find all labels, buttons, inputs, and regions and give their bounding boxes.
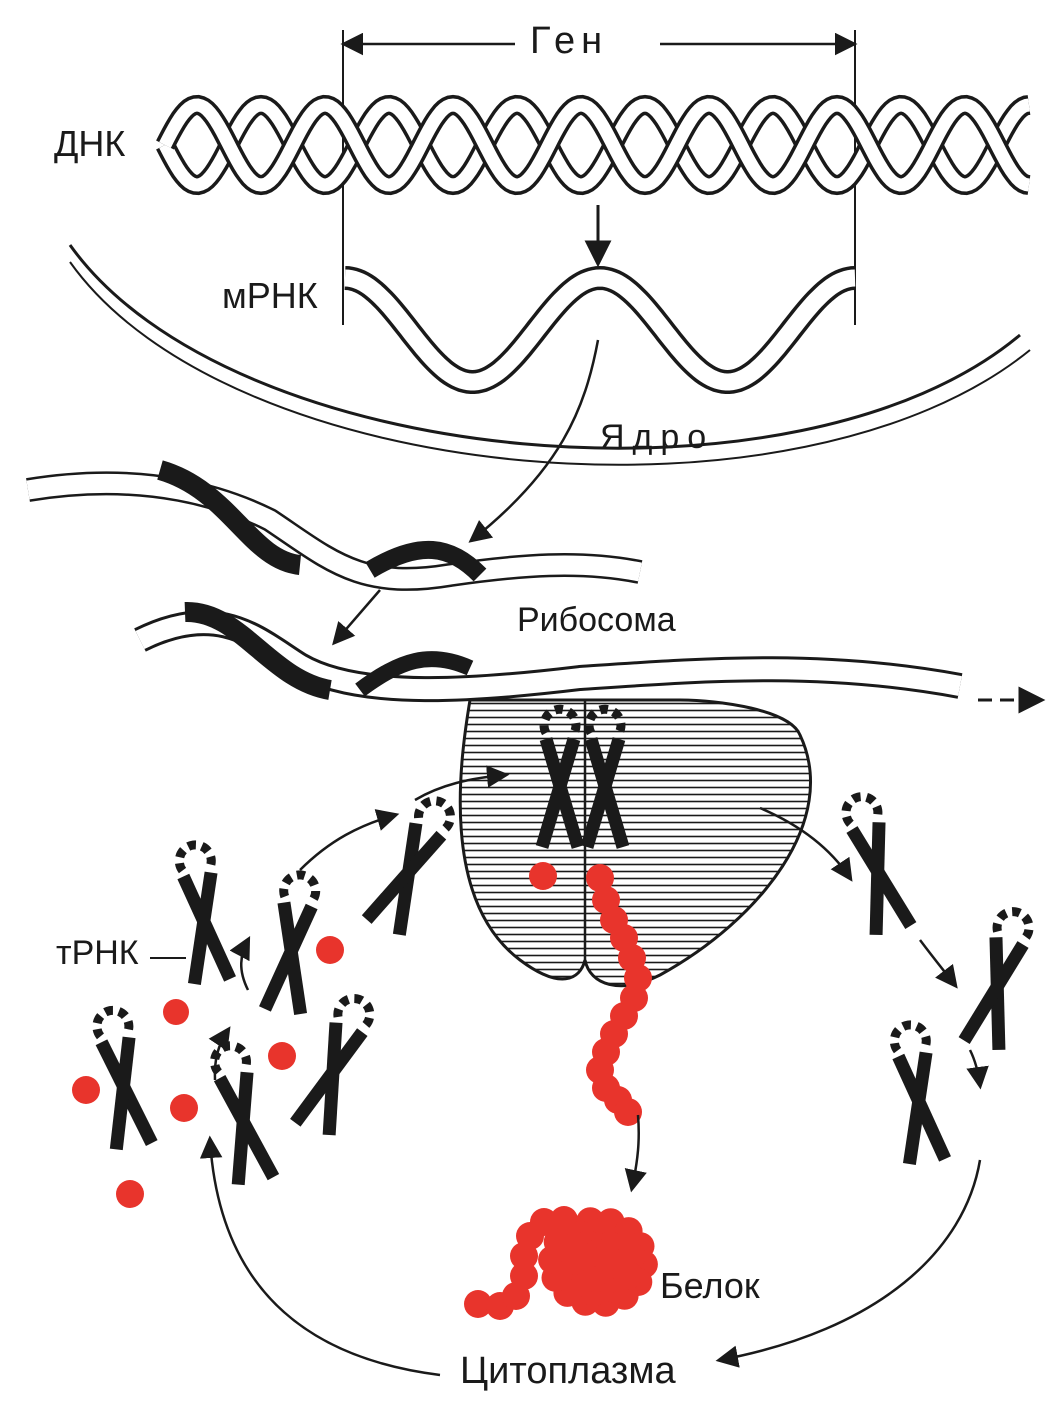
trna-released-2 [964,908,1034,1050]
gene-label: Ген [520,22,618,60]
trna-free-4 [92,1007,151,1149]
trna-free-5 [210,1042,274,1184]
cytoplasm-label: Цитоплазма [460,1352,676,1390]
protein-label: Белок [660,1268,760,1304]
mrna-label: мРНК [222,278,318,314]
trna-free-3 [367,795,458,935]
trna-free-6 [295,993,376,1135]
mrna-strand-nucleus [345,278,855,382]
nucleus-label: Ядро [600,420,714,454]
mrna-move-arrow [335,590,380,642]
mrna-ribbon-upper [28,470,640,579]
trna-free-1 [175,843,230,984]
folded-protein [464,1206,658,1320]
ribosome-label: Рибосома [517,603,676,637]
trna-label: тРНК [56,936,139,970]
protein-residue [593,1243,621,1271]
nuclear-envelope [70,245,1030,465]
trna-released-3 [890,1023,945,1164]
mrna-strand [345,278,855,382]
trna-free-2 [265,873,320,1014]
dna-double-helix [165,105,1029,185]
trna-released-1 [840,793,910,935]
dna-label: ДНК [54,126,125,162]
